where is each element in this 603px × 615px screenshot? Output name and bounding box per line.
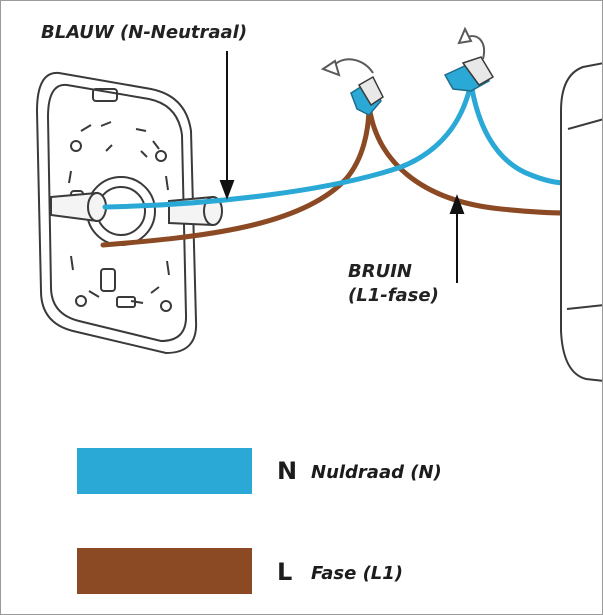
brown-wire-label-line2: (L1-fase) [348, 285, 439, 306]
legend-letter-phase: L [277, 558, 293, 586]
blue-callout-arrowhead [219, 180, 235, 200]
brown-wire-label: BRUIN (L1-fase) [348, 260, 439, 308]
legend-swatch-neutral [77, 448, 252, 494]
brown-wire-label-line1: BRUIN [348, 261, 412, 282]
brown-wire [100, 102, 569, 248]
legend-desc-neutral: Nuldraad (N) [311, 462, 442, 483]
callout-arrows [219, 51, 465, 283]
rotate-arrow-icon [320, 26, 485, 77]
luminaire-housing-icon [560, 62, 602, 382]
blue-wire-label: BLAUW (N-Neutraal) [41, 22, 248, 43]
legend-desc-phase: Fase (L1) [311, 563, 404, 584]
blue-wire [102, 80, 569, 210]
brown-callout-arrowhead [449, 194, 465, 214]
legend-letter-neutral: N [277, 457, 298, 485]
legend-swatch-phase [77, 548, 252, 594]
wire-connector-icon [350, 56, 495, 116]
